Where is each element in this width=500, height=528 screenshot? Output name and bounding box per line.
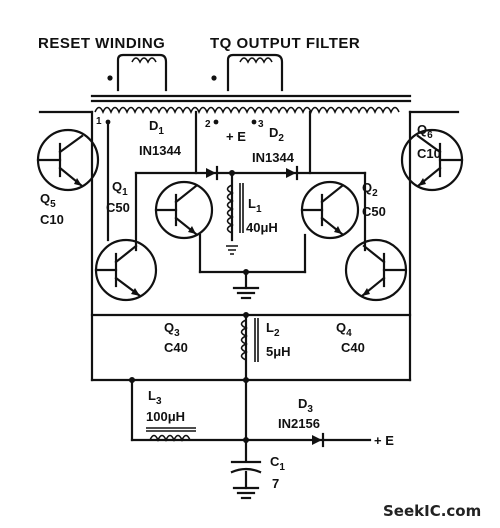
- diode-d1: [206, 165, 219, 181]
- transistor-q1: [154, 180, 214, 240]
- q1-ref-label: Q1: [112, 179, 128, 198]
- diode-d3: [312, 432, 325, 448]
- l3-value-label: 100μH: [146, 409, 185, 424]
- diode-d2: [286, 165, 299, 181]
- l1-ref-label: L1: [248, 196, 262, 215]
- d2-value-label: IN1344: [252, 150, 295, 165]
- plus-e-output-label: + E: [374, 433, 394, 448]
- capacitor-c1: [230, 460, 262, 500]
- q3-value-label: C40: [164, 340, 188, 355]
- q3-ref-label: Q3: [164, 320, 180, 339]
- c1-ref-label: C1: [270, 454, 285, 473]
- transistor-q4: [344, 238, 408, 302]
- q1-value-label: C50: [106, 200, 130, 215]
- junction-dots: [129, 170, 249, 443]
- transistor-q5: [36, 128, 100, 192]
- q4-ref-label: Q4: [336, 320, 352, 339]
- q2-ref-label: Q2: [362, 180, 378, 199]
- ground-center: [232, 286, 260, 300]
- transistor-q6: [400, 128, 464, 192]
- inductor-l2: [240, 318, 259, 362]
- d1-value-label: IN1344: [139, 143, 182, 158]
- c1-value-label: 7: [272, 476, 279, 491]
- wiring: [38, 110, 460, 462]
- inductor-l1: [226, 183, 244, 255]
- tq-output-filter-label: TQ OUTPUT FILTER: [210, 35, 360, 52]
- terminal-1-label: 1: [96, 116, 102, 127]
- q2-value-label: C50: [362, 204, 386, 219]
- transistor-q2: [300, 180, 360, 240]
- plus-e-top-label: + E: [226, 129, 246, 144]
- l2-ref-label: L2: [266, 320, 280, 339]
- q6-ref-label: Q6: [417, 122, 433, 141]
- q5-value-label: C10: [40, 212, 64, 227]
- d3-ref-label: D3: [298, 396, 313, 415]
- q4-value-label: C40: [341, 340, 365, 355]
- d1-ref-label: D1: [149, 118, 164, 137]
- q6-value-label: C10: [417, 146, 441, 161]
- reset-winding-coil: [107, 53, 168, 92]
- l1-value-label: 40μH: [246, 220, 278, 235]
- primary-winding: [94, 106, 400, 125]
- watermark: SeekIC.com: [383, 502, 481, 520]
- transformer-core: [90, 94, 412, 103]
- transistor-q3: [94, 238, 158, 302]
- tq-output-filter-coil: [211, 53, 284, 92]
- d2-ref-label: D2: [269, 125, 284, 144]
- terminal-2-label: 2: [205, 119, 211, 130]
- reset-winding-label: RESET WINDING: [38, 35, 165, 52]
- l2-value-label: 5μH: [266, 344, 291, 359]
- l3-ref-label: L3: [148, 388, 162, 407]
- inductor-l3: [146, 427, 196, 442]
- q5-ref-label: Q5: [40, 191, 56, 210]
- terminal-3-label: 3: [258, 119, 264, 130]
- d3-value-label: IN2156: [278, 416, 320, 431]
